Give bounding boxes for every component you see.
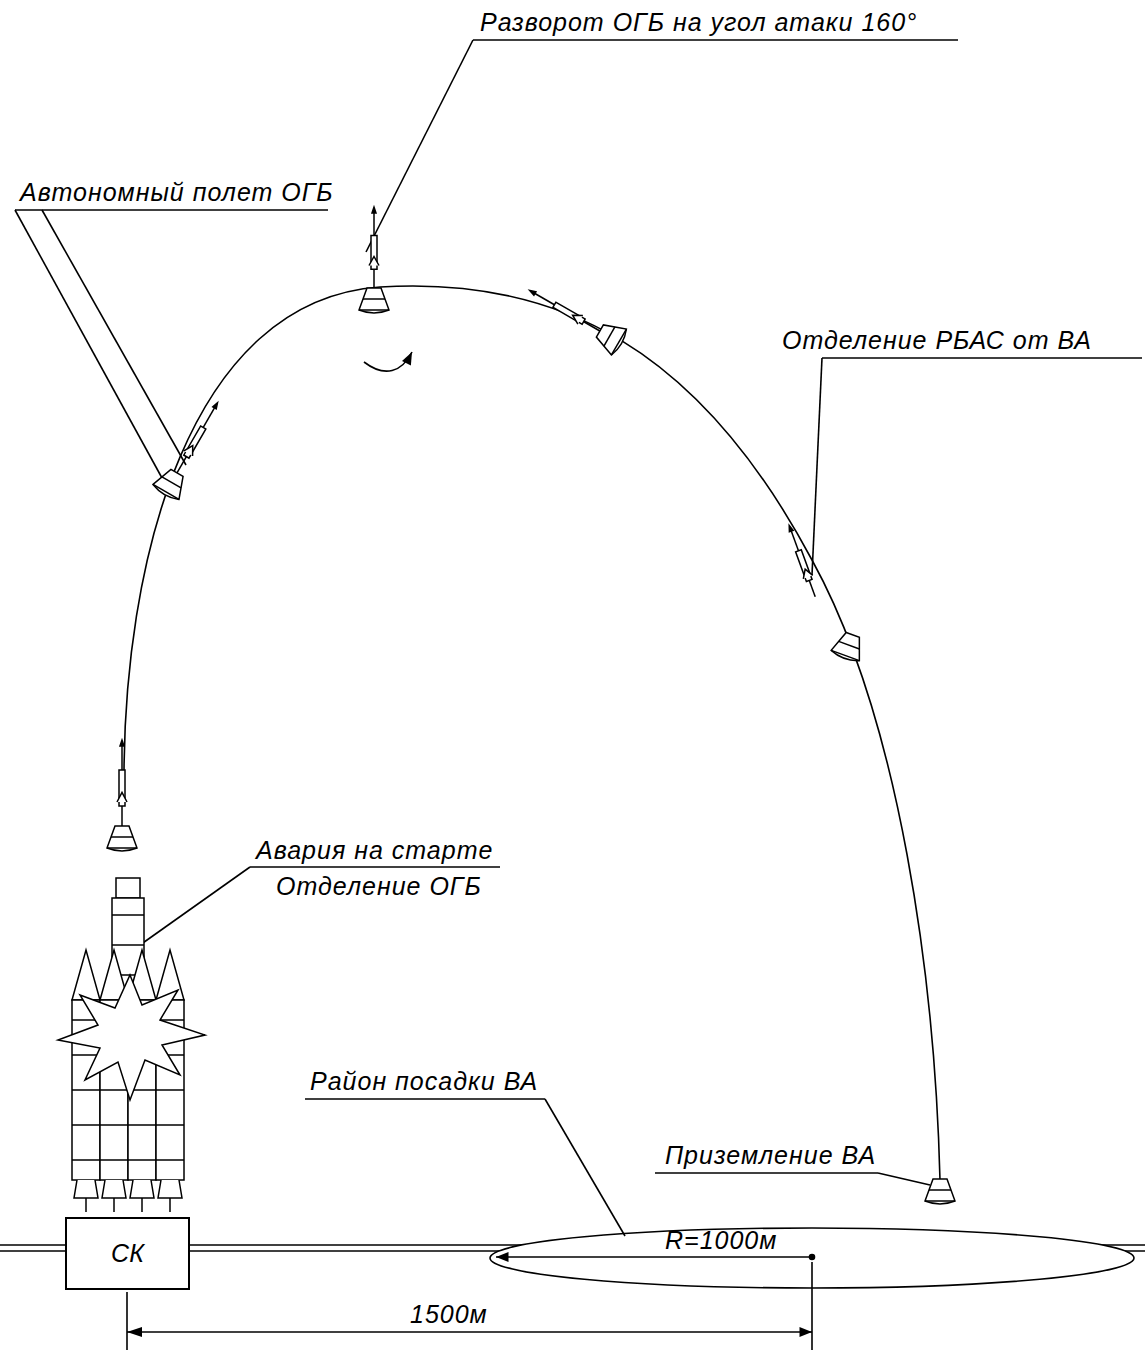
- node-text: СК: [111, 1239, 144, 1268]
- dimension-tick: [126, 1292, 128, 1350]
- leader-line: [878, 1173, 930, 1185]
- trajectory: [124, 286, 940, 1180]
- leader-line: [140, 867, 250, 945]
- radius-label: R=1000м: [665, 1226, 777, 1255]
- explosion: [58, 975, 205, 1100]
- escape-tower: [369, 207, 379, 288]
- launch-vehicle: [58, 878, 205, 1212]
- launch-pad-box: СК: [65, 1217, 190, 1290]
- escape-tower: [117, 740, 127, 826]
- callout-label: Автономный полет ОГБ: [20, 178, 334, 207]
- leader-line: [655, 1172, 878, 1174]
- capsule: [830, 630, 867, 664]
- leader-line: [822, 357, 1142, 359]
- callout-label: Приземление ВА: [665, 1141, 876, 1170]
- leader-line: [15, 210, 162, 478]
- dimension-tick: [811, 1262, 813, 1350]
- leader-line: [545, 1099, 625, 1236]
- dimension-label: 1500м: [410, 1300, 488, 1329]
- callout-label: Отделение РБАС от ВА: [782, 326, 1092, 355]
- escape-tower: [785, 524, 820, 599]
- leader-line: [366, 40, 473, 252]
- capsule: [107, 740, 137, 851]
- leader-line: [42, 210, 186, 465]
- capsule: [152, 395, 231, 502]
- callout-label: Разворот ОГБ на угол атаки 160°: [480, 8, 917, 37]
- callout-label: Район посадки ВА: [310, 1067, 538, 1096]
- escape-tower: [173, 400, 222, 475]
- capsule: [359, 207, 389, 313]
- radius-line: [496, 1256, 812, 1258]
- capsule: [522, 278, 629, 357]
- escape-tower: [527, 286, 602, 335]
- leader-line: [812, 358, 822, 575]
- leader-line: [250, 866, 500, 868]
- callout-label: Авария на старте: [256, 836, 493, 865]
- leader-line: [473, 39, 958, 41]
- dimension-line: [127, 1331, 812, 1333]
- callout-label: Отделение ОГБ: [276, 872, 482, 901]
- leader-line: [15, 209, 328, 211]
- capsule: [925, 1179, 955, 1204]
- rotation-arrow: [364, 352, 412, 371]
- leader-line: [305, 1098, 545, 1100]
